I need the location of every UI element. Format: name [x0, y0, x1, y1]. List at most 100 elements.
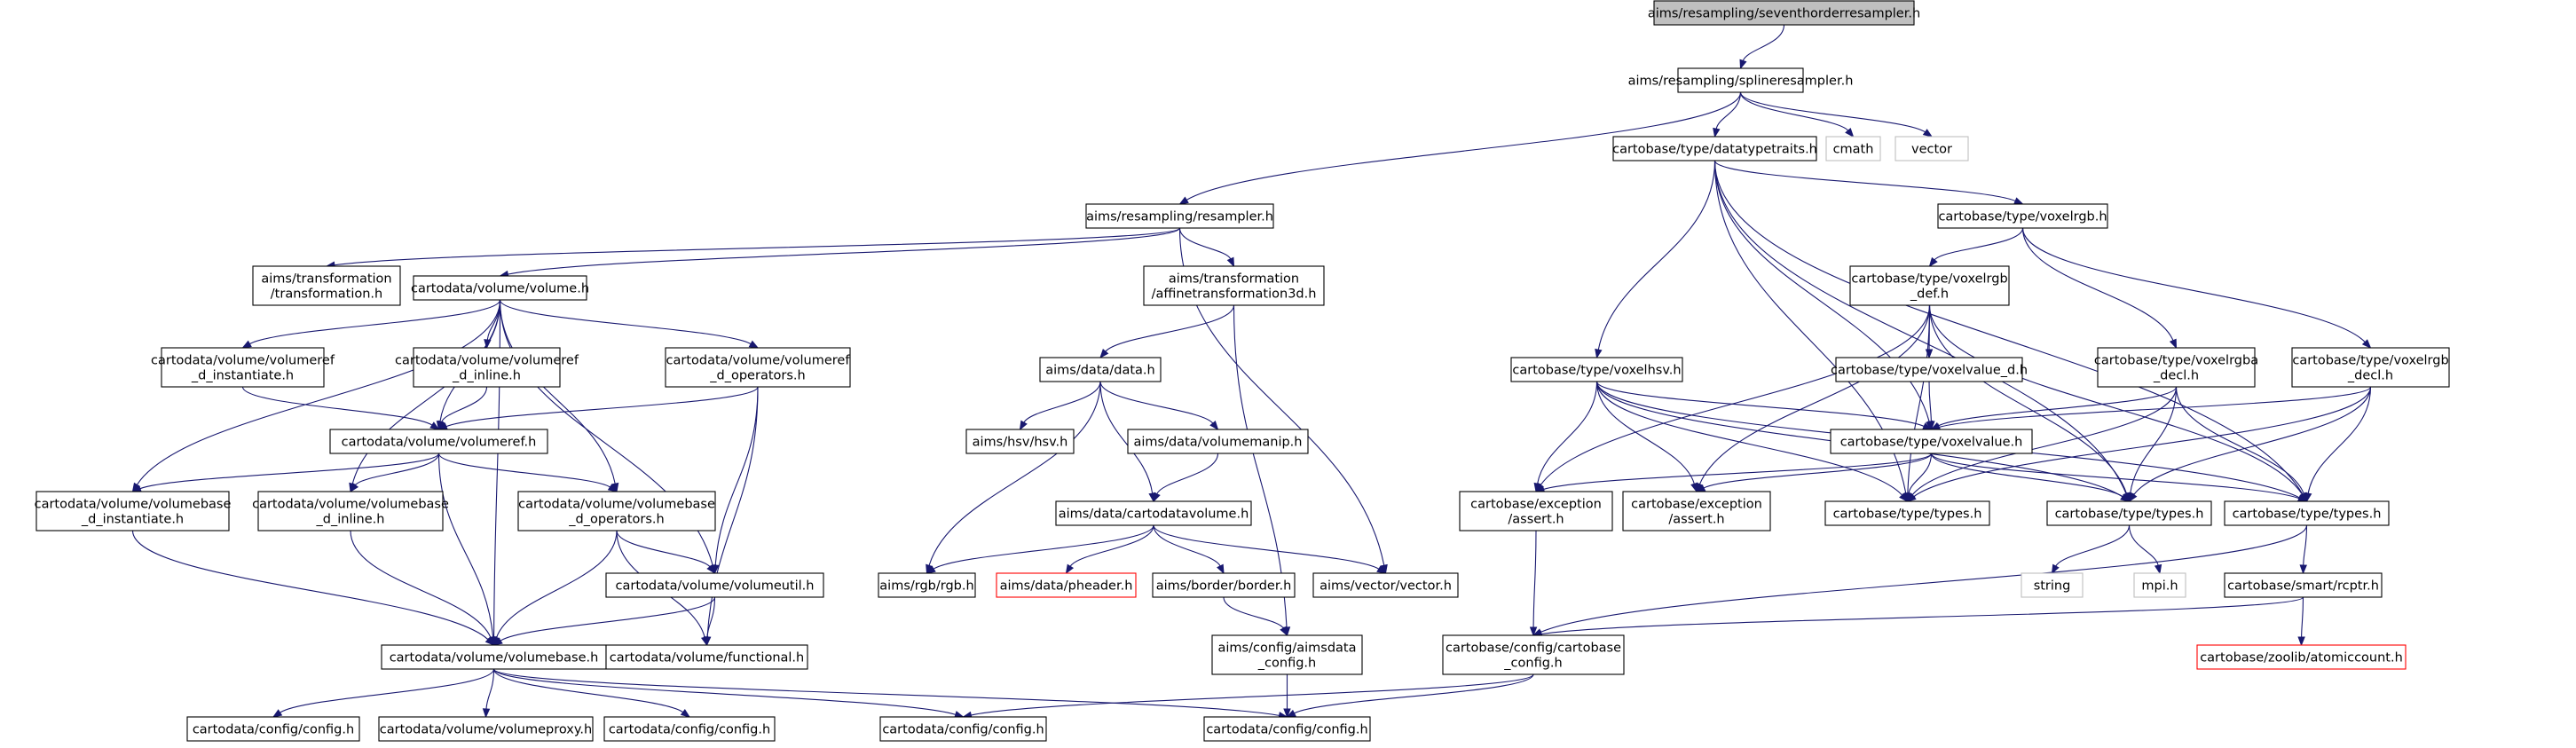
node-string[interactable]: string: [2021, 572, 2084, 598]
node-cb_config[interactable]: cartobase/config/cartobase_config.h: [1442, 634, 1625, 675]
node-cfg4[interactable]: cartodata/config/config.h: [1203, 716, 1371, 742]
node-volumeutil[interactable]: cartodata/volume/volumeutil.h: [605, 572, 824, 598]
node-label: cartobase/type/voxelvalue_d.h: [1831, 364, 2028, 378]
edge-arrowhead: [1065, 563, 1075, 575]
edge-arrowhead: [2051, 563, 2060, 575]
node-label: aims/transformation: [1169, 272, 1299, 287]
node-assert2[interactable]: cartobase/exception/assert.h: [1622, 491, 1771, 531]
node-vb_inline[interactable]: cartodata/volume/volumebase_d_inline.h: [252, 491, 449, 531]
node-voxelrgba_decl[interactable]: cartobase/type/voxelrgba_decl.h: [2094, 347, 2258, 388]
node-voxelvalue[interactable]: cartobase/type/voxelvalue.h: [1830, 429, 2033, 454]
node-aimsdata_config[interactable]: aims/config/aimsdata_config.h: [1211, 634, 1363, 675]
node-pheader[interactable]: aims/data/pheader.h: [996, 572, 1137, 598]
node-functional[interactable]: cartodata/volume/functional.h: [605, 644, 808, 670]
edge-line: [351, 299, 501, 484]
node-rcptr[interactable]: cartobase/smart/rcptr.h: [2224, 572, 2383, 598]
node-box: [1824, 500, 1990, 526]
edge-volumeref-to-volumebase: [437, 453, 497, 647]
node-vb_inst[interactable]: cartodata/volume/volumebase_d_instantiat…: [35, 491, 232, 531]
node-volumeref[interactable]: cartodata/volume/volumeref.h: [329, 429, 548, 454]
node-assert1[interactable]: cartobase/exception/assert.h: [1459, 491, 1613, 531]
node-types1[interactable]: cartobase/type/types.h: [1824, 500, 1990, 526]
node-label: string: [2034, 579, 2071, 594]
edge-arrowhead: [1529, 626, 1538, 637]
node-box: [996, 572, 1137, 598]
node-label: _def.h: [1910, 287, 1949, 302]
node-transformation[interactable]: aims/transformation/transformation.h: [252, 265, 401, 306]
node-border[interactable]: aims/border/border.h: [1152, 572, 1296, 598]
node-voxelhsv[interactable]: cartobase/type/voxelhsv.h: [1510, 357, 1683, 382]
edge-line: [492, 668, 684, 713]
edge-arrowhead: [241, 340, 252, 349]
edge-border-to-aimsdata_config: [1223, 596, 1288, 637]
node-cmath[interactable]: cmath: [1825, 136, 1881, 161]
edge-volume-to-vref_ops: [499, 299, 760, 349]
node-box: [2046, 500, 2212, 526]
node-types3[interactable]: cartobase/type/types.h: [2224, 500, 2390, 526]
node-spline[interactable]: aims/resampling/splineresampler.h: [1628, 67, 1854, 93]
node-voxelrgb_decl[interactable]: cartobase/type/voxelrgb_decl.h: [2291, 347, 2450, 388]
edge-root-to-spline: [1739, 24, 1785, 70]
node-cfg2[interactable]: cartodata/config/config.h: [603, 716, 776, 742]
node-resampler[interactable]: aims/resampling/resampler.h: [1085, 203, 1274, 229]
node-vecvec[interactable]: aims/vector/vector.h: [1312, 572, 1459, 598]
node-box: [35, 491, 230, 531]
edge-voxelrgb_decl-to-types3: [2304, 386, 2372, 503]
node-dtt[interactable]: cartobase/type/datatypetraits.h: [1612, 136, 1817, 161]
node-root[interactable]: aims/resampling/seventhorderresampler.h: [1648, 0, 1920, 26]
edge-volumeutil-to-functional: [703, 596, 716, 647]
node-box: [2224, 572, 2383, 598]
node-mpi[interactable]: mpi.h: [2133, 572, 2186, 598]
node-box: [1849, 265, 2010, 306]
node-volumebase[interactable]: cartodata/volume/volumebase.h: [381, 644, 607, 670]
node-cartodatavolume[interactable]: aims/data/cartodatavolume.h: [1055, 500, 1252, 526]
node-voxelrgbdef[interactable]: cartobase/type/voxelrgb_def.h: [1849, 265, 2010, 306]
node-box: [1312, 572, 1459, 598]
node-cfg1[interactable]: cartodata/config/config.h: [186, 716, 360, 742]
node-box: [965, 429, 1075, 454]
node-vref_ops[interactable]: cartodata/volume/volumeref_d_operators.h: [665, 347, 851, 388]
edge-voxelrgbdef-to-assert2: [1696, 304, 1931, 493]
node-label: aims/resampling/splineresampler.h: [1628, 75, 1854, 89]
edge-line: [1595, 381, 1695, 484]
node-atomiccount[interactable]: cartobase/zoolib/atomiccount.h: [2196, 644, 2407, 670]
edge-arrowhead: [1904, 492, 1913, 503]
node-vref_inst[interactable]: cartodata/volume/volumeref_d_instantiate…: [151, 347, 335, 388]
node-box: [1203, 716, 1371, 742]
edge-arrowhead: [2361, 339, 2372, 349]
node-box: [1143, 265, 1325, 306]
node-types2[interactable]: cartobase/type/types.h: [2046, 500, 2212, 526]
node-label: aims/resampling/seventhorderresampler.h: [1648, 7, 1920, 21]
node-volumemanip[interactable]: aims/data/volumemanip.h: [1127, 429, 1309, 454]
edge-resampler-to-affine: [1178, 227, 1235, 268]
edge-line: [499, 299, 616, 484]
edge-vref_inst-to-volumeref: [241, 386, 440, 430]
node-voxelvalue_d[interactable]: cartobase/type/voxelvalue_d.h: [1831, 357, 2028, 382]
edge-line: [2055, 524, 2131, 567]
node-hsv[interactable]: aims/hsv/hsv.h: [965, 429, 1075, 454]
node-vref_inline[interactable]: cartodata/volume/volumeref_d_inline.h: [395, 347, 579, 388]
node-volumeproxy[interactable]: cartodata/volume/volumeproxy.h: [378, 716, 594, 742]
node-affine[interactable]: aims/transformation/affinetransformation…: [1143, 265, 1325, 306]
node-box: [2196, 644, 2407, 670]
edge-arrowhead: [2154, 563, 2162, 575]
edge-voxelrgb_decl-to-voxelvalue: [1930, 386, 2372, 431]
edge-voxelvalue-to-types1: [1904, 453, 1933, 503]
node-voxelrgb[interactable]: cartobase/type/voxelrgb.h: [1937, 203, 2108, 229]
edge-spline-to-resampler: [1178, 91, 1742, 205]
node-cfg3[interactable]: cartodata/config/config.h: [879, 716, 1047, 742]
node-volume[interactable]: cartodata/volume/volume.h: [411, 275, 589, 301]
edge-arrowhead: [2304, 492, 2312, 503]
node-box: [517, 491, 716, 531]
node-vector[interactable]: vector: [1895, 136, 1969, 161]
edge-arrowhead: [1283, 708, 1291, 719]
node-label: cartobase/type/types.h: [2055, 508, 2204, 522]
node-rgb[interactable]: aims/rgb/rgb.h: [878, 572, 976, 598]
edge-line: [714, 386, 759, 566]
edge-arrowhead: [2169, 338, 2178, 350]
node-datah[interactable]: aims/data/data.h: [1039, 357, 1162, 382]
edge-line: [2307, 386, 2372, 494]
edge-line: [1540, 524, 2308, 633]
node-vb_ops[interactable]: cartodata/volume/volumebase_d_operators.…: [517, 491, 716, 531]
edge-voxelvalue-to-types2: [1930, 453, 2131, 502]
